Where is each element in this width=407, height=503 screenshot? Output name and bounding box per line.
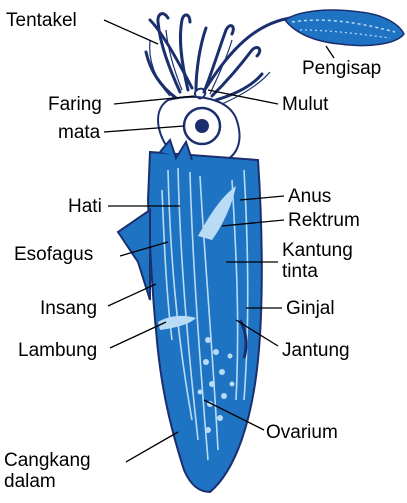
leader-tentakel bbox=[103, 19, 159, 45]
tentacles bbox=[144, 12, 292, 102]
ovarium-texture bbox=[197, 337, 235, 433]
label-cangkang-dalam: Cangkang dalam bbox=[4, 450, 91, 492]
label-esofagus: Esofagus bbox=[14, 244, 94, 265]
leader-lines bbox=[103, 19, 335, 463]
leader-cangkang-dalam bbox=[125, 431, 179, 463]
leader-faring bbox=[113, 95, 195, 105]
leader-esofagus bbox=[119, 241, 169, 257]
organ-streaks bbox=[161, 167, 249, 461]
leader-ovarium bbox=[203, 399, 265, 431]
label-anus: Anus bbox=[288, 186, 332, 207]
leader-mulut bbox=[207, 89, 279, 105]
label-insang: Insang bbox=[40, 298, 98, 319]
label-kantung-tinta: Kantung tinta bbox=[282, 240, 353, 282]
label-mata: mata bbox=[58, 122, 101, 143]
label-ginjal: Ginjal bbox=[286, 298, 335, 319]
leader-anus bbox=[239, 195, 285, 201]
leader-jantung bbox=[235, 319, 279, 347]
label-faring: Faring bbox=[48, 94, 102, 115]
mantle bbox=[116, 137, 263, 494]
head bbox=[157, 87, 241, 166]
label-ovarium: Ovarium bbox=[266, 422, 338, 443]
label-pengisap: Pengisap bbox=[302, 58, 382, 79]
label-tentakel: Tentakel bbox=[6, 10, 77, 31]
leader-rektrum bbox=[221, 219, 285, 227]
pupil bbox=[195, 119, 209, 133]
label-lambung: Lambung bbox=[18, 340, 98, 361]
pengisap-club bbox=[283, 9, 405, 47]
leader-mata bbox=[103, 125, 185, 133]
label-rektrum: Rektrum bbox=[288, 210, 360, 231]
leader-lambung bbox=[109, 321, 167, 349]
label-jantung: Jantung bbox=[282, 340, 350, 361]
label-mulut: Mulut bbox=[282, 94, 329, 115]
leader-pengisap bbox=[325, 45, 335, 59]
label-hati: Hati bbox=[68, 196, 102, 217]
rectum-highlight bbox=[198, 186, 236, 240]
stomach-highlight bbox=[158, 315, 196, 330]
tentacles-fine-lines bbox=[149, 29, 271, 105]
leader-insang bbox=[107, 283, 157, 307]
